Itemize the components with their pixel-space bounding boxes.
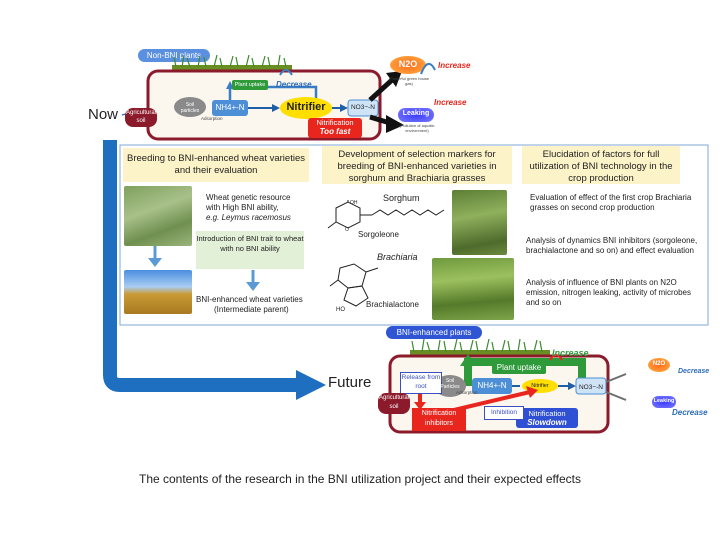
top-leaking-note: (Pollution of aquatic environment) — [399, 123, 435, 133]
bni-plants-label: BNI-enhanced plants — [386, 326, 482, 339]
top-leaking-cloud — [398, 108, 434, 122]
top-no3: NO3−-N — [350, 104, 376, 111]
bottom-n2o-cloud — [648, 358, 670, 372]
bottom-nh4: NH4+-N — [477, 381, 507, 390]
col1-genetic-2: with High BNI ability, — [206, 203, 279, 212]
bottom-nitrifier-label: Nitrifier — [531, 383, 549, 389]
top-n2o-note: (Powerful green house gas) — [388, 76, 430, 86]
col2-brachialactone: Brachialactone — [366, 300, 419, 309]
top-plant-uptake: Plant uptake — [232, 80, 268, 90]
middle-panel-frame — [119, 144, 709, 326]
now-to-future-arrowhead — [296, 370, 326, 400]
col1-varieties-2: (Intermediate parent) — [214, 305, 289, 314]
bottom-slowdown: Slowdown — [527, 418, 567, 427]
sorgoleone-structure — [327, 200, 445, 229]
top-too-fast: Too fast — [319, 127, 351, 136]
sorghum-photo — [452, 190, 507, 255]
now-to-future-arrow — [103, 140, 298, 392]
col3-item2: Analysis of dynamics BNI inhibitors (sor… — [526, 236, 698, 255]
col2-heading: Development of selection markers for bre… — [322, 146, 512, 184]
figure-caption: The contents of the research in the BNI … — [138, 472, 582, 486]
top-n2o-cloud — [390, 56, 426, 74]
top-nh4-box — [212, 100, 248, 116]
brachialactone-ho: HO — [336, 307, 345, 313]
bottom-nh4-box — [472, 378, 512, 394]
top-soil-diagram — [146, 55, 404, 141]
bottom-nitrification-inhibitors: Nitrification inhibitors — [412, 408, 466, 431]
top-increase-1: Increase — [438, 61, 471, 70]
col1-varieties-1: BNI-enhanced wheat varieties — [196, 295, 303, 304]
bottom-inhibition: Inhibition — [484, 406, 524, 420]
bottom-soil-particles: Soil Particles — [440, 378, 460, 390]
col3-item3: Analysis of influence of BNI plants on N… — [526, 278, 691, 307]
top-decrease: Decrease — [276, 80, 312, 89]
col3-item1: Evaluation of effect of the first crop B… — [530, 193, 692, 212]
col2-sorghum: Sorghum — [383, 193, 420, 203]
sorgoleone-o: O — [345, 227, 349, 233]
top-adsorption: Adsorption — [201, 116, 223, 121]
col1-heading: Breeding to BNI-enhanced wheat varieties… — [123, 148, 309, 182]
top-n2o: N2O — [398, 59, 418, 69]
bottom-increase: Increase — [552, 348, 589, 358]
col1-introduction-box: Introduction of BNI trait to wheat with … — [196, 231, 304, 269]
bottom-decrease-1: Decrease — [678, 368, 710, 375]
future-label: Future — [328, 374, 372, 391]
bottom-leaking: Leaking — [653, 398, 675, 404]
top-nitrification: Nitrification — [316, 118, 354, 127]
bottom-n2o: N2O — [652, 361, 666, 367]
top-soil-particles: Soil particles — [180, 102, 200, 114]
top-nh4: NH4+-N — [215, 103, 245, 112]
bottom-release-from-root: Release from root — [400, 372, 442, 394]
top-nitrifier-label: Nitrifier — [286, 101, 326, 113]
wheat-field-photo — [124, 270, 192, 314]
col2-brachiaria: Brachiaria — [377, 252, 418, 262]
bottom-decrease-2: Decrease — [672, 408, 708, 417]
bottom-no3: NO3−-N — [578, 384, 604, 391]
top-increase-2: Increase — [434, 98, 467, 107]
bottom-nitrification: Nitrification — [528, 409, 566, 418]
top-nitrification-box — [308, 118, 362, 138]
col1-genetic-1: Wheat genetic resource — [206, 193, 291, 202]
bottom-plant-uptake: Plant uptake — [492, 362, 546, 374]
brachialactone-structure — [329, 263, 379, 307]
top-nitrifier — [280, 97, 332, 119]
bottom-agricultural-soil: Agricultural soil — [378, 393, 410, 414]
col2-sorgoleone: Sorgoleone — [358, 230, 399, 239]
non-bni-plants-label: Non-BNI plants — [138, 49, 210, 62]
now-label: Now — [88, 106, 119, 123]
col3-heading: Elucidation of factors for full utilizat… — [522, 146, 680, 184]
bottom-nitrification-box — [516, 408, 578, 428]
bottom-adsorption: Adsorption — [456, 390, 478, 395]
brachiaria-photo — [432, 258, 514, 320]
leymus-photo — [124, 186, 192, 246]
col1-genetic-3: e.g. Leymus racemosus — [206, 213, 291, 222]
top-leaking: Leaking — [402, 110, 430, 117]
top-agricultural-soil: Agricultural soil — [125, 108, 157, 127]
bottom-leaking-cloud — [652, 396, 676, 408]
sorgoleone-oh: OH — [350, 200, 358, 206]
